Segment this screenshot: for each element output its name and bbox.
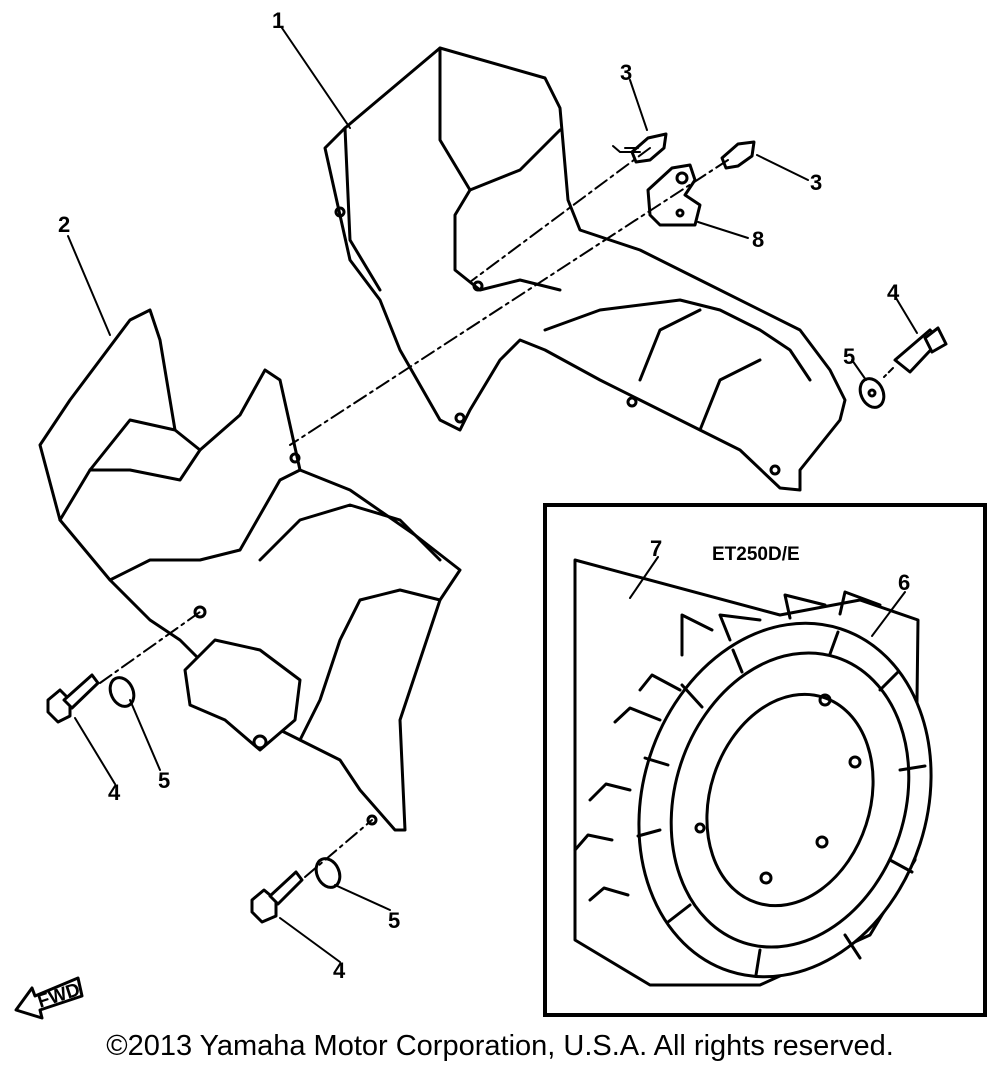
screw-upper-left	[612, 132, 668, 164]
fan-cover-upper	[323, 46, 847, 492]
screw-right	[893, 326, 948, 374]
fan-cover-lower	[38, 308, 462, 832]
screw-upper-right	[720, 140, 756, 170]
callout-1: 1	[272, 8, 284, 33]
copyright-notice: ©2013 Yamaha Motor Corporation, U.S.A. A…	[106, 1030, 894, 1062]
callout-4-c: 4	[333, 958, 346, 983]
assembly-lines	[99, 147, 894, 878]
callout-5-a: 5	[843, 344, 855, 369]
flywheel-fan	[573, 558, 933, 987]
fwd-label: FWD	[35, 979, 83, 1012]
screw-bottom	[250, 870, 304, 924]
inset-panel: ET250D/E	[543, 503, 987, 1017]
callouts: 1 2 3 3 8 4 5 5 4 5 4 7 6	[58, 8, 910, 983]
inset-title: ET250D/E	[712, 544, 800, 565]
callout-3-a: 3	[620, 60, 632, 85]
callout-3-b: 3	[810, 170, 822, 195]
leader-lines	[67, 27, 918, 963]
callout-4-b: 4	[108, 780, 121, 805]
callout-7: 7	[650, 536, 662, 561]
washer-left	[108, 676, 136, 708]
screw-left	[46, 673, 100, 724]
washer-right	[858, 377, 886, 409]
callout-5-c: 5	[388, 908, 400, 933]
callout-2: 2	[58, 212, 70, 237]
callout-4-a: 4	[887, 280, 900, 305]
callout-5-b: 5	[158, 768, 170, 793]
fwd-arrow-icon: FWD	[14, 976, 84, 1020]
callout-6: 6	[898, 570, 910, 595]
callout-8: 8	[752, 227, 764, 252]
washer-bottom	[314, 857, 342, 889]
